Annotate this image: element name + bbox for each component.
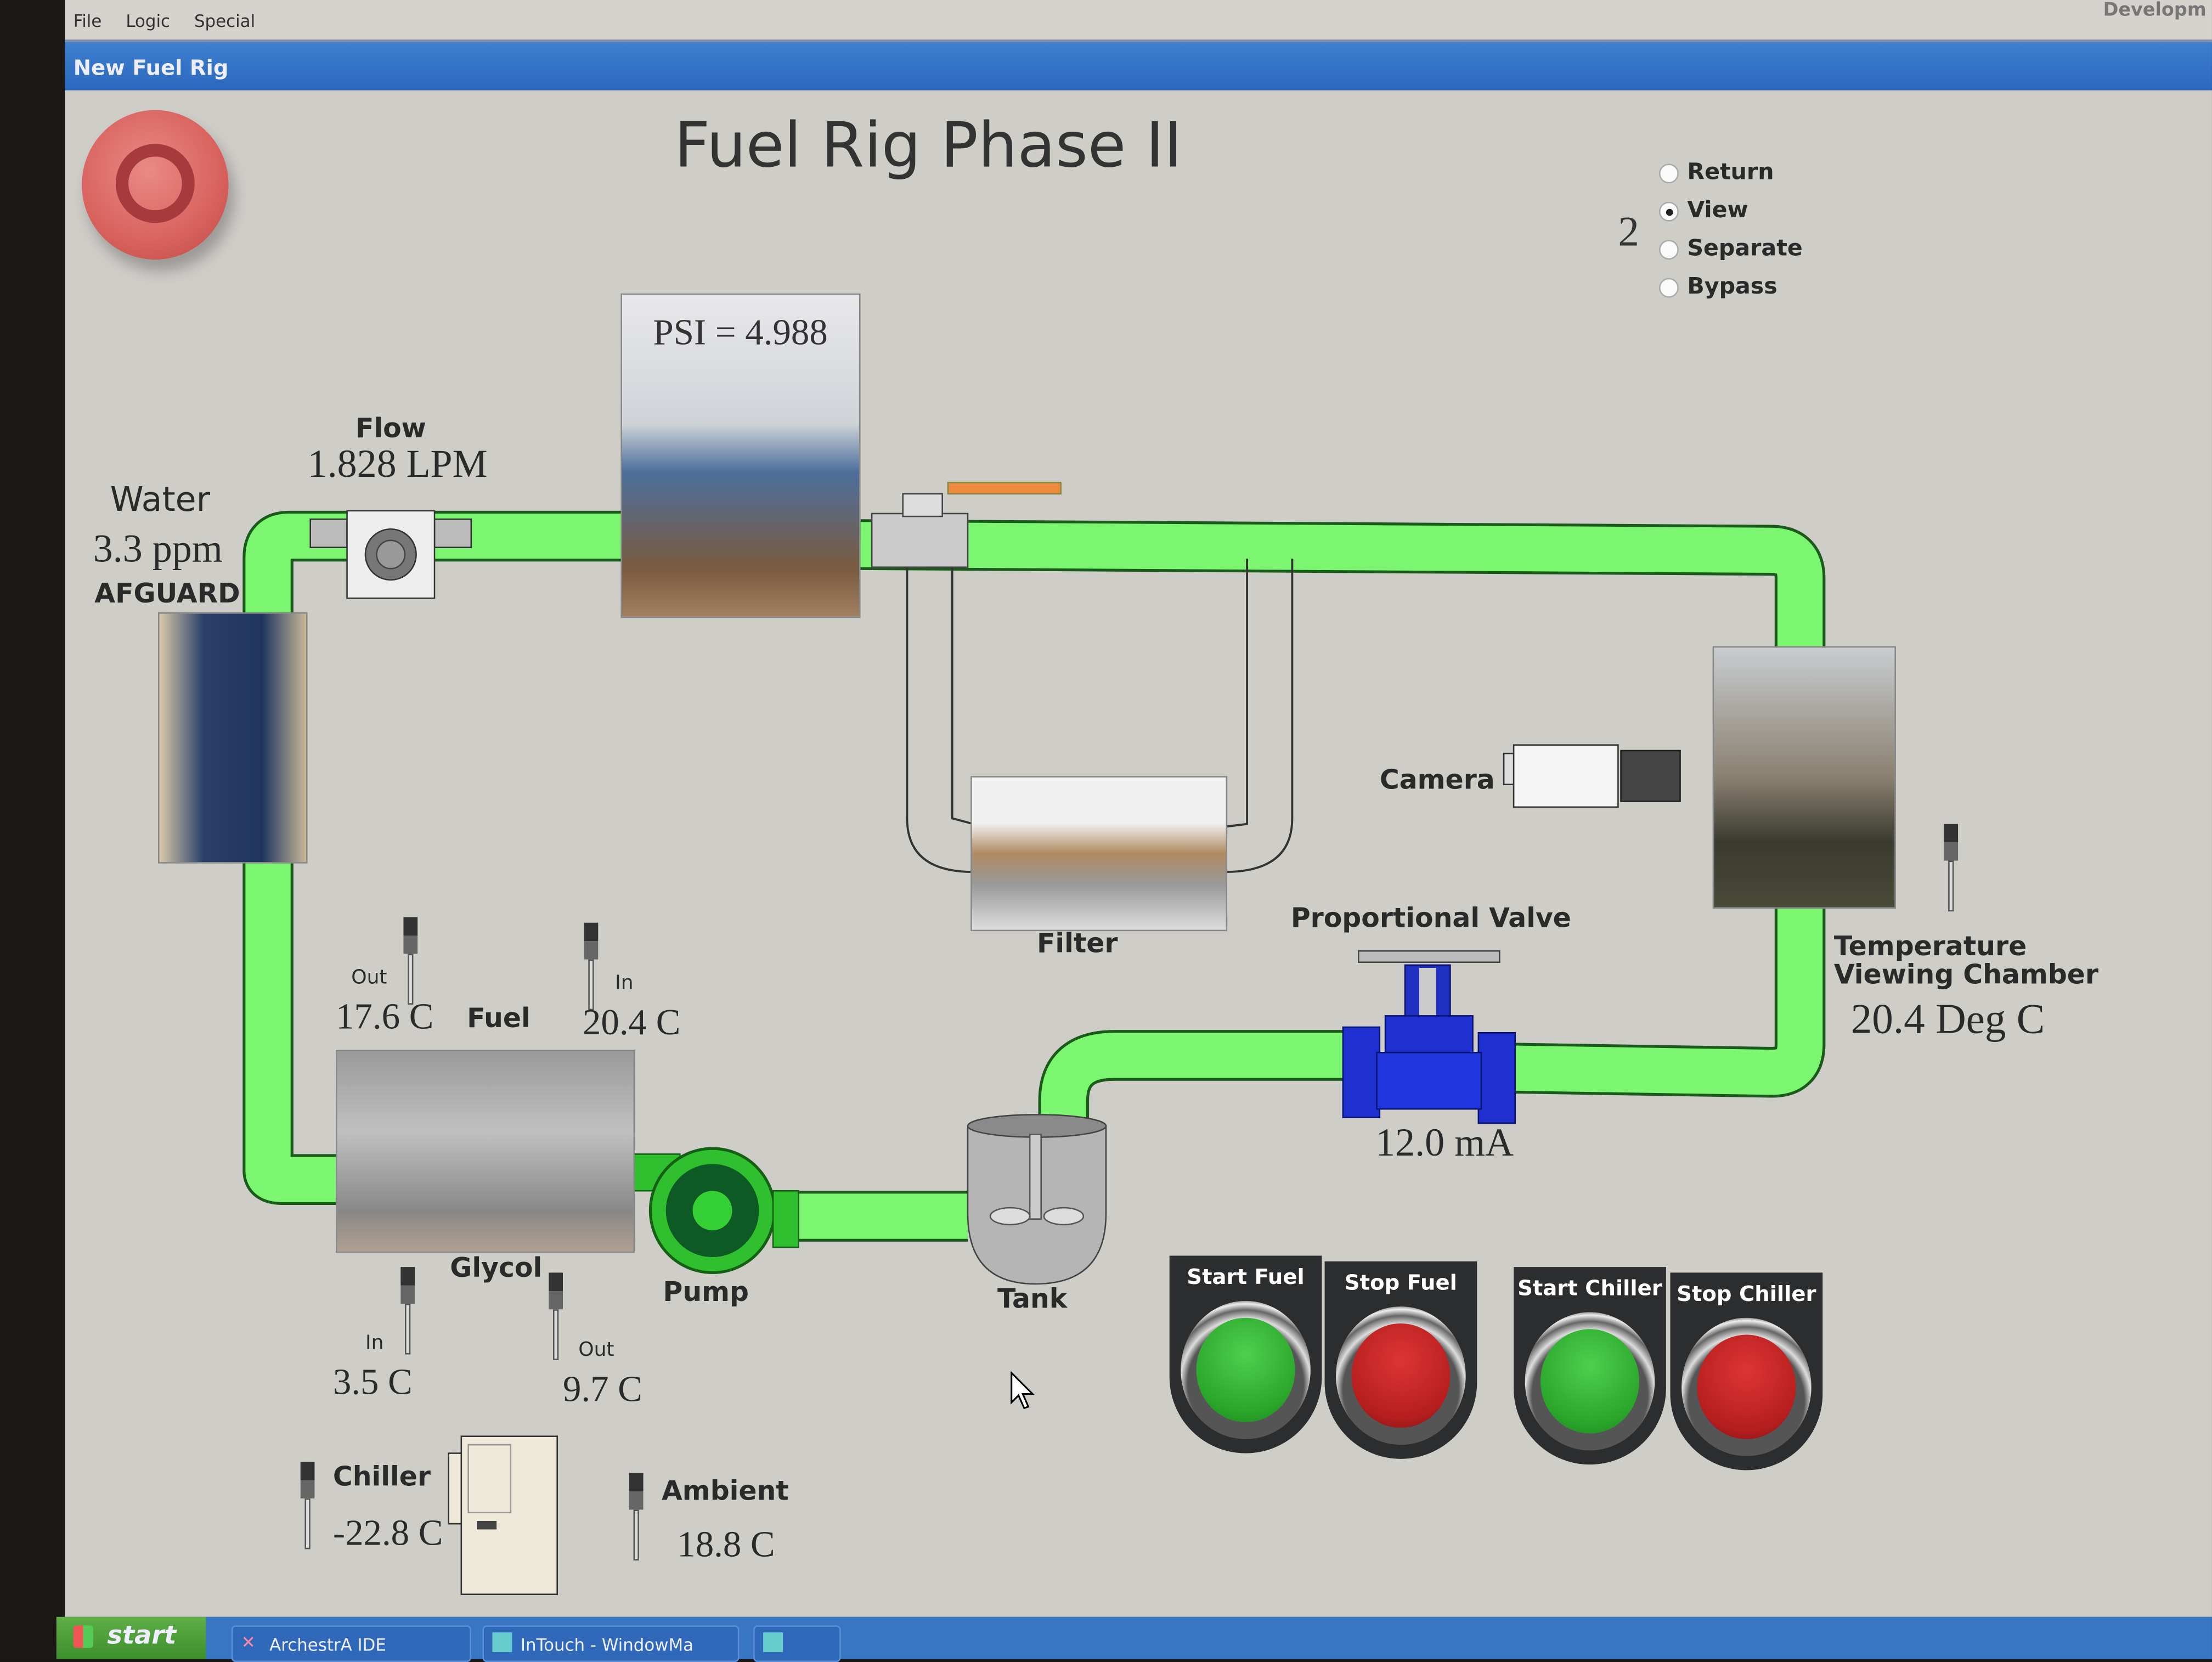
estop-ring-icon bbox=[115, 144, 195, 223]
fuel-in-value: 20.4 C bbox=[582, 1001, 681, 1043]
water-value: 3.3 ppm bbox=[93, 527, 223, 572]
start-label: start bbox=[107, 1621, 177, 1651]
flow-value: 1.828 LPM bbox=[307, 443, 488, 487]
menu-logic[interactable]: Logic bbox=[126, 11, 171, 31]
glycol-label: Glycol bbox=[450, 1253, 543, 1284]
red-cap-icon bbox=[1697, 1334, 1796, 1439]
flow-label: Flow bbox=[355, 413, 426, 444]
fuel-label: Fuel bbox=[467, 1003, 531, 1034]
stop-chiller-label: Stop Chiller bbox=[1677, 1281, 1816, 1307]
menu-bar: File Logic Special Developm bbox=[65, 0, 2212, 43]
page-title: Fuel Rig Phase II bbox=[674, 110, 1183, 182]
glycol-out-label: Out bbox=[578, 1339, 614, 1362]
start-fuel-label: Start Fuel bbox=[1187, 1264, 1305, 1290]
proportional-valve-label: Proportional Valve bbox=[1290, 903, 1571, 934]
window-titlebar: New Fuel Rig bbox=[65, 42, 2212, 91]
taskbar-item-label: ArchestrA IDE bbox=[269, 1635, 386, 1655]
app-icon bbox=[763, 1632, 783, 1653]
heat-exchanger-photo bbox=[335, 1050, 635, 1253]
camera-label: Camera bbox=[1379, 764, 1495, 796]
intouch-icon bbox=[492, 1632, 512, 1653]
pump-icon[interactable] bbox=[623, 1147, 799, 1274]
monitor-bezel bbox=[0, 0, 65, 1659]
stop-fuel-button[interactable]: Stop Fuel bbox=[1324, 1261, 1477, 1459]
taskbar: start ✕ ArchestrA IDE InTouch - WindowMa bbox=[56, 1616, 2212, 1662]
pipe-main-left bbox=[245, 513, 624, 1202]
chiller-unit-icon bbox=[448, 1435, 558, 1595]
radio-bypass-label[interactable]: Bypass bbox=[1687, 272, 1778, 300]
filter-photo bbox=[970, 776, 1228, 932]
filter-label: Filter bbox=[1036, 928, 1118, 960]
viewing-chamber-label-1: Temperature bbox=[1833, 931, 2027, 962]
tank-icon bbox=[967, 1114, 1107, 1285]
menu-special[interactable]: Special bbox=[194, 11, 256, 31]
flow-meter-icon bbox=[309, 510, 472, 599]
glycol-in-label: In bbox=[365, 1332, 384, 1355]
radio-separate-label[interactable]: Separate bbox=[1687, 234, 1803, 261]
pressure-transmitter-photo: PSI = 4.988 bbox=[620, 293, 861, 618]
start-fuel-button[interactable]: Start Fuel bbox=[1169, 1255, 1322, 1453]
taskbar-item-archestra[interactable]: ✕ ArchestrA IDE bbox=[231, 1625, 471, 1662]
fuel-out-label: Out bbox=[351, 966, 387, 989]
glycol-in-value: 3.5 C bbox=[332, 1361, 413, 1402]
start-button[interactable]: start bbox=[56, 1616, 206, 1659]
proportional-valve-icon[interactable] bbox=[1342, 950, 1516, 1124]
camera-icon bbox=[1503, 744, 1681, 808]
window-title: New Fuel Rig bbox=[73, 55, 229, 81]
radio-bypass[interactable] bbox=[1658, 278, 1679, 298]
chiller-value: -22.8 C bbox=[332, 1512, 443, 1554]
menu-file[interactable]: File bbox=[73, 11, 102, 31]
glycol-out-value: 9.7 C bbox=[562, 1368, 642, 1410]
stop-fuel-label: Stop Fuel bbox=[1344, 1270, 1457, 1295]
ambient-value: 18.8 C bbox=[677, 1524, 775, 1565]
viewing-chamber-photo bbox=[1712, 646, 1896, 909]
afguard-label: AFGUARD bbox=[94, 578, 240, 610]
pipe-to-tank bbox=[1041, 1033, 1347, 1129]
taskbar-item-intouch[interactable]: InTouch - WindowMa bbox=[482, 1625, 740, 1662]
radio-return[interactable] bbox=[1658, 164, 1679, 184]
emergency-stop-button[interactable] bbox=[82, 110, 229, 260]
water-label: Water bbox=[110, 480, 211, 520]
fuel-in-label: In bbox=[615, 972, 634, 995]
taskbar-item-label: InTouch - WindowMa bbox=[520, 1635, 694, 1655]
start-chiller-button[interactable]: Start Chiller bbox=[1514, 1267, 1666, 1465]
psi-readout: PSI = 4.988 bbox=[653, 312, 828, 353]
stop-chiller-button[interactable]: Stop Chiller bbox=[1670, 1272, 1823, 1471]
viewing-chamber-label-2: Viewing Chamber bbox=[1833, 959, 2099, 991]
ball-valve-icon[interactable] bbox=[871, 482, 1062, 568]
afguard-sensor-photo bbox=[157, 612, 308, 864]
bypass-loop bbox=[906, 559, 1294, 874]
green-cap-icon bbox=[1540, 1329, 1639, 1434]
proportional-valve-value: 12.0 mA bbox=[1375, 1122, 1514, 1165]
red-cap-icon bbox=[1351, 1323, 1451, 1428]
ambient-label: Ambient bbox=[661, 1475, 789, 1507]
radio-view[interactable] bbox=[1658, 201, 1679, 222]
archestra-icon: ✕ bbox=[241, 1632, 256, 1653]
mouse-cursor-icon bbox=[1011, 1371, 1035, 1410]
tank-label: Tank bbox=[997, 1283, 1068, 1315]
mode-value: 2 bbox=[1618, 209, 1639, 256]
start-chiller-label: Start Chiller bbox=[1517, 1275, 1662, 1301]
pump-label: Pump bbox=[663, 1277, 749, 1308]
viewing-chamber-temp: 20.4 Deg C bbox=[1850, 996, 2045, 1043]
radio-view-label[interactable]: View bbox=[1687, 196, 1748, 223]
chiller-label: Chiller bbox=[332, 1461, 431, 1493]
green-cap-icon bbox=[1196, 1317, 1295, 1422]
fuel-out-value: 17.6 C bbox=[335, 996, 434, 1037]
development-label: Developm bbox=[2103, 0, 2207, 21]
windows-logo-icon bbox=[73, 1625, 93, 1648]
taskbar-item-other[interactable] bbox=[753, 1625, 841, 1662]
radio-separate[interactable] bbox=[1658, 240, 1679, 260]
radio-return-label[interactable]: Return bbox=[1687, 157, 1774, 185]
